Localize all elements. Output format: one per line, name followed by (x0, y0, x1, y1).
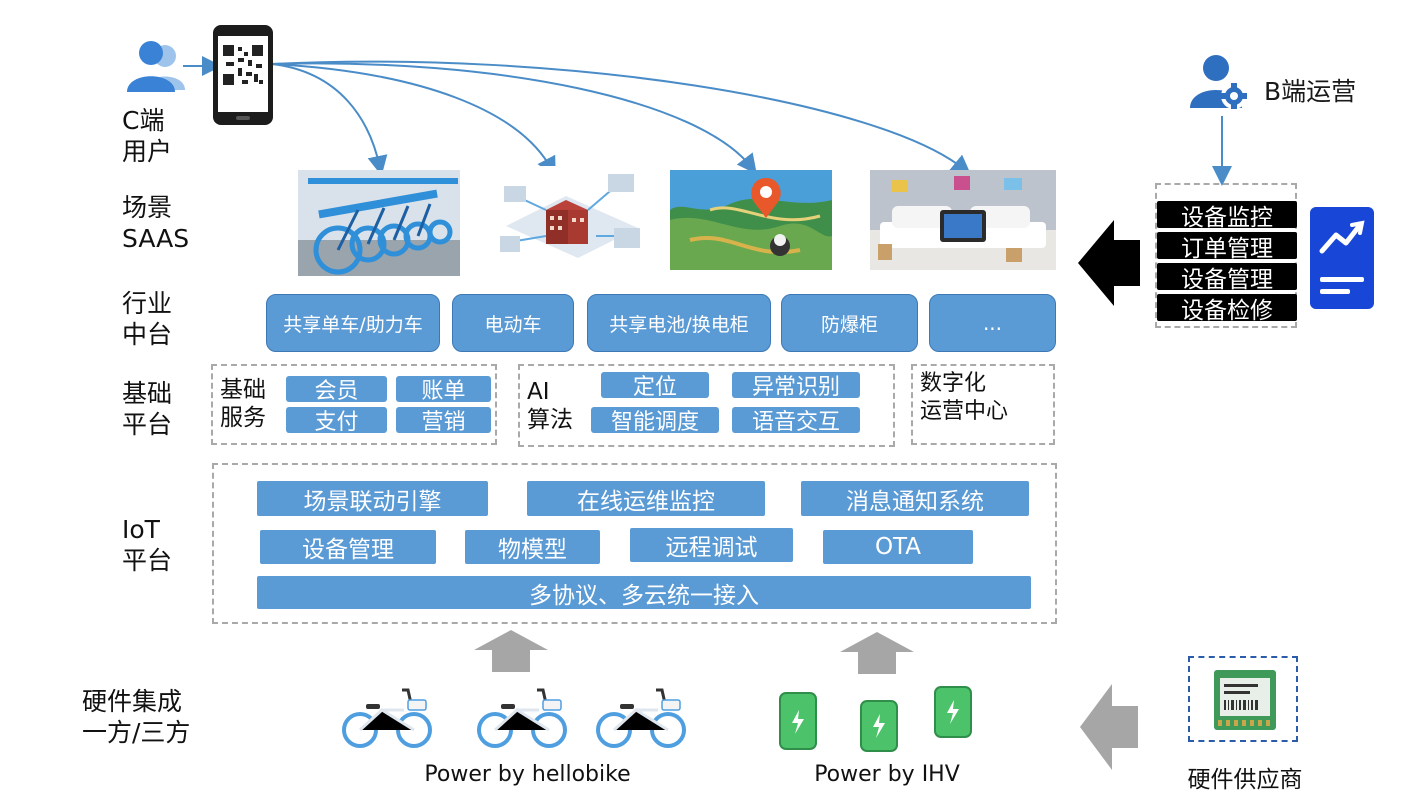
hellobike-bike-icon (477, 688, 567, 748)
ai-chip-anomaly-detection: 异常识别 (732, 372, 860, 400)
industry-item-explosion-proof-cabinet: 防爆柜 (781, 294, 918, 352)
phone-to-map-arrow (271, 62, 757, 175)
iot-chip-ota: OTA (823, 530, 973, 564)
ai-chip-positioning: 定位 (601, 372, 709, 400)
c-user-label: C端 用户 (122, 106, 173, 166)
ihv-up-arrow (840, 632, 914, 674)
b-ops-item: 设备检修 (1157, 294, 1297, 324)
industry-item-shared-bike: 共享单车/助力车 (266, 294, 440, 352)
base-services-panel (211, 364, 497, 445)
ai-chip-voice-interaction: 语音交互 (732, 407, 860, 435)
phone-to-city-arrow (271, 63, 556, 178)
industry-item-battery-swap: 共享电池/换电柜 (587, 294, 771, 352)
ai-chip-smart-dispatch: 智能调度 (591, 407, 719, 435)
ai-algorithm-label: AI 算法 (527, 379, 573, 433)
service-chip-billing: 账单 (396, 376, 491, 404)
iot-chip-online-ops-monitor: 在线运维监控 (527, 481, 765, 516)
scene-shared-bikes-image (298, 170, 460, 276)
layer-label-industry: 行业 中台 (122, 289, 173, 349)
ai-algorithm-panel (518, 364, 895, 447)
layer-label-hardware: 硬件集成 一方/三方 (82, 687, 191, 747)
digital-ops-center-panel (911, 364, 1055, 445)
iot-chip-thing-model: 物模型 (465, 530, 600, 564)
scene-smart-city-image (496, 166, 648, 262)
scene-smart-home-image (870, 170, 1056, 270)
iot-platform-panel (212, 463, 1057, 624)
service-chip-payment: 支付 (286, 407, 387, 435)
layer-label-iot: IoT 平台 (122, 515, 173, 575)
phone-to-bike-arrow (271, 63, 388, 176)
hellobike-bike-icon (342, 688, 432, 748)
service-chip-member: 会员 (286, 376, 387, 404)
b-ops-label: B端运营 (1264, 77, 1357, 106)
b-ops-item: 设备管理 (1157, 263, 1297, 293)
analytics-report-icon (1310, 207, 1374, 309)
hardware-supplier-label: 硬件供应商 (1187, 767, 1303, 793)
digital-ops-center-label: 数字化 运营中心 (920, 371, 1009, 424)
base-services-label: 基础 服务 (220, 377, 266, 431)
layer-label-scene: 场景 SAAS (122, 193, 190, 253)
iot-chip-unified-access: 多协议、多云统一接入 (257, 576, 1031, 609)
supplier-module-frame (1188, 656, 1298, 742)
b-ops-item: 设备监控 (1157, 201, 1297, 231)
hellobike-bike-icon (596, 688, 686, 748)
hellobike-up-arrow (474, 630, 548, 672)
iot-chip-remote-debugging: 远程调试 (630, 528, 793, 562)
service-chip-marketing: 营销 (396, 407, 491, 435)
b-ops-item: 订单管理 (1157, 232, 1297, 262)
phone-qr-icon (213, 25, 273, 125)
industry-item-electric-vehicle: 电动车 (452, 294, 574, 352)
layer-label-base: 基础 平台 (122, 379, 173, 439)
scene-map-location-image (670, 170, 832, 270)
b-ops-to-platform-arrow (1078, 220, 1140, 306)
battery-icon (779, 692, 817, 750)
b-ops-user-gear-icon (1190, 55, 1247, 109)
battery-icon (860, 700, 898, 752)
iot-chip-device-management: 设备管理 (260, 530, 436, 564)
iot-chip-message-notification: 消息通知系统 (801, 481, 1029, 516)
ihv-credit: Power by IHV (814, 762, 960, 787)
chip-module-icon (1214, 670, 1276, 730)
industry-item-more: ... (929, 294, 1056, 352)
iot-chip-scene-linkage-engine: 场景联动引擎 (257, 481, 488, 516)
phone-to-home-arrow (271, 60, 972, 176)
battery-icon (934, 686, 972, 738)
c-user-icon (127, 41, 185, 92)
supplier-to-platform-arrow (1080, 684, 1138, 770)
hellobike-credit: Power by hellobike (424, 762, 631, 787)
